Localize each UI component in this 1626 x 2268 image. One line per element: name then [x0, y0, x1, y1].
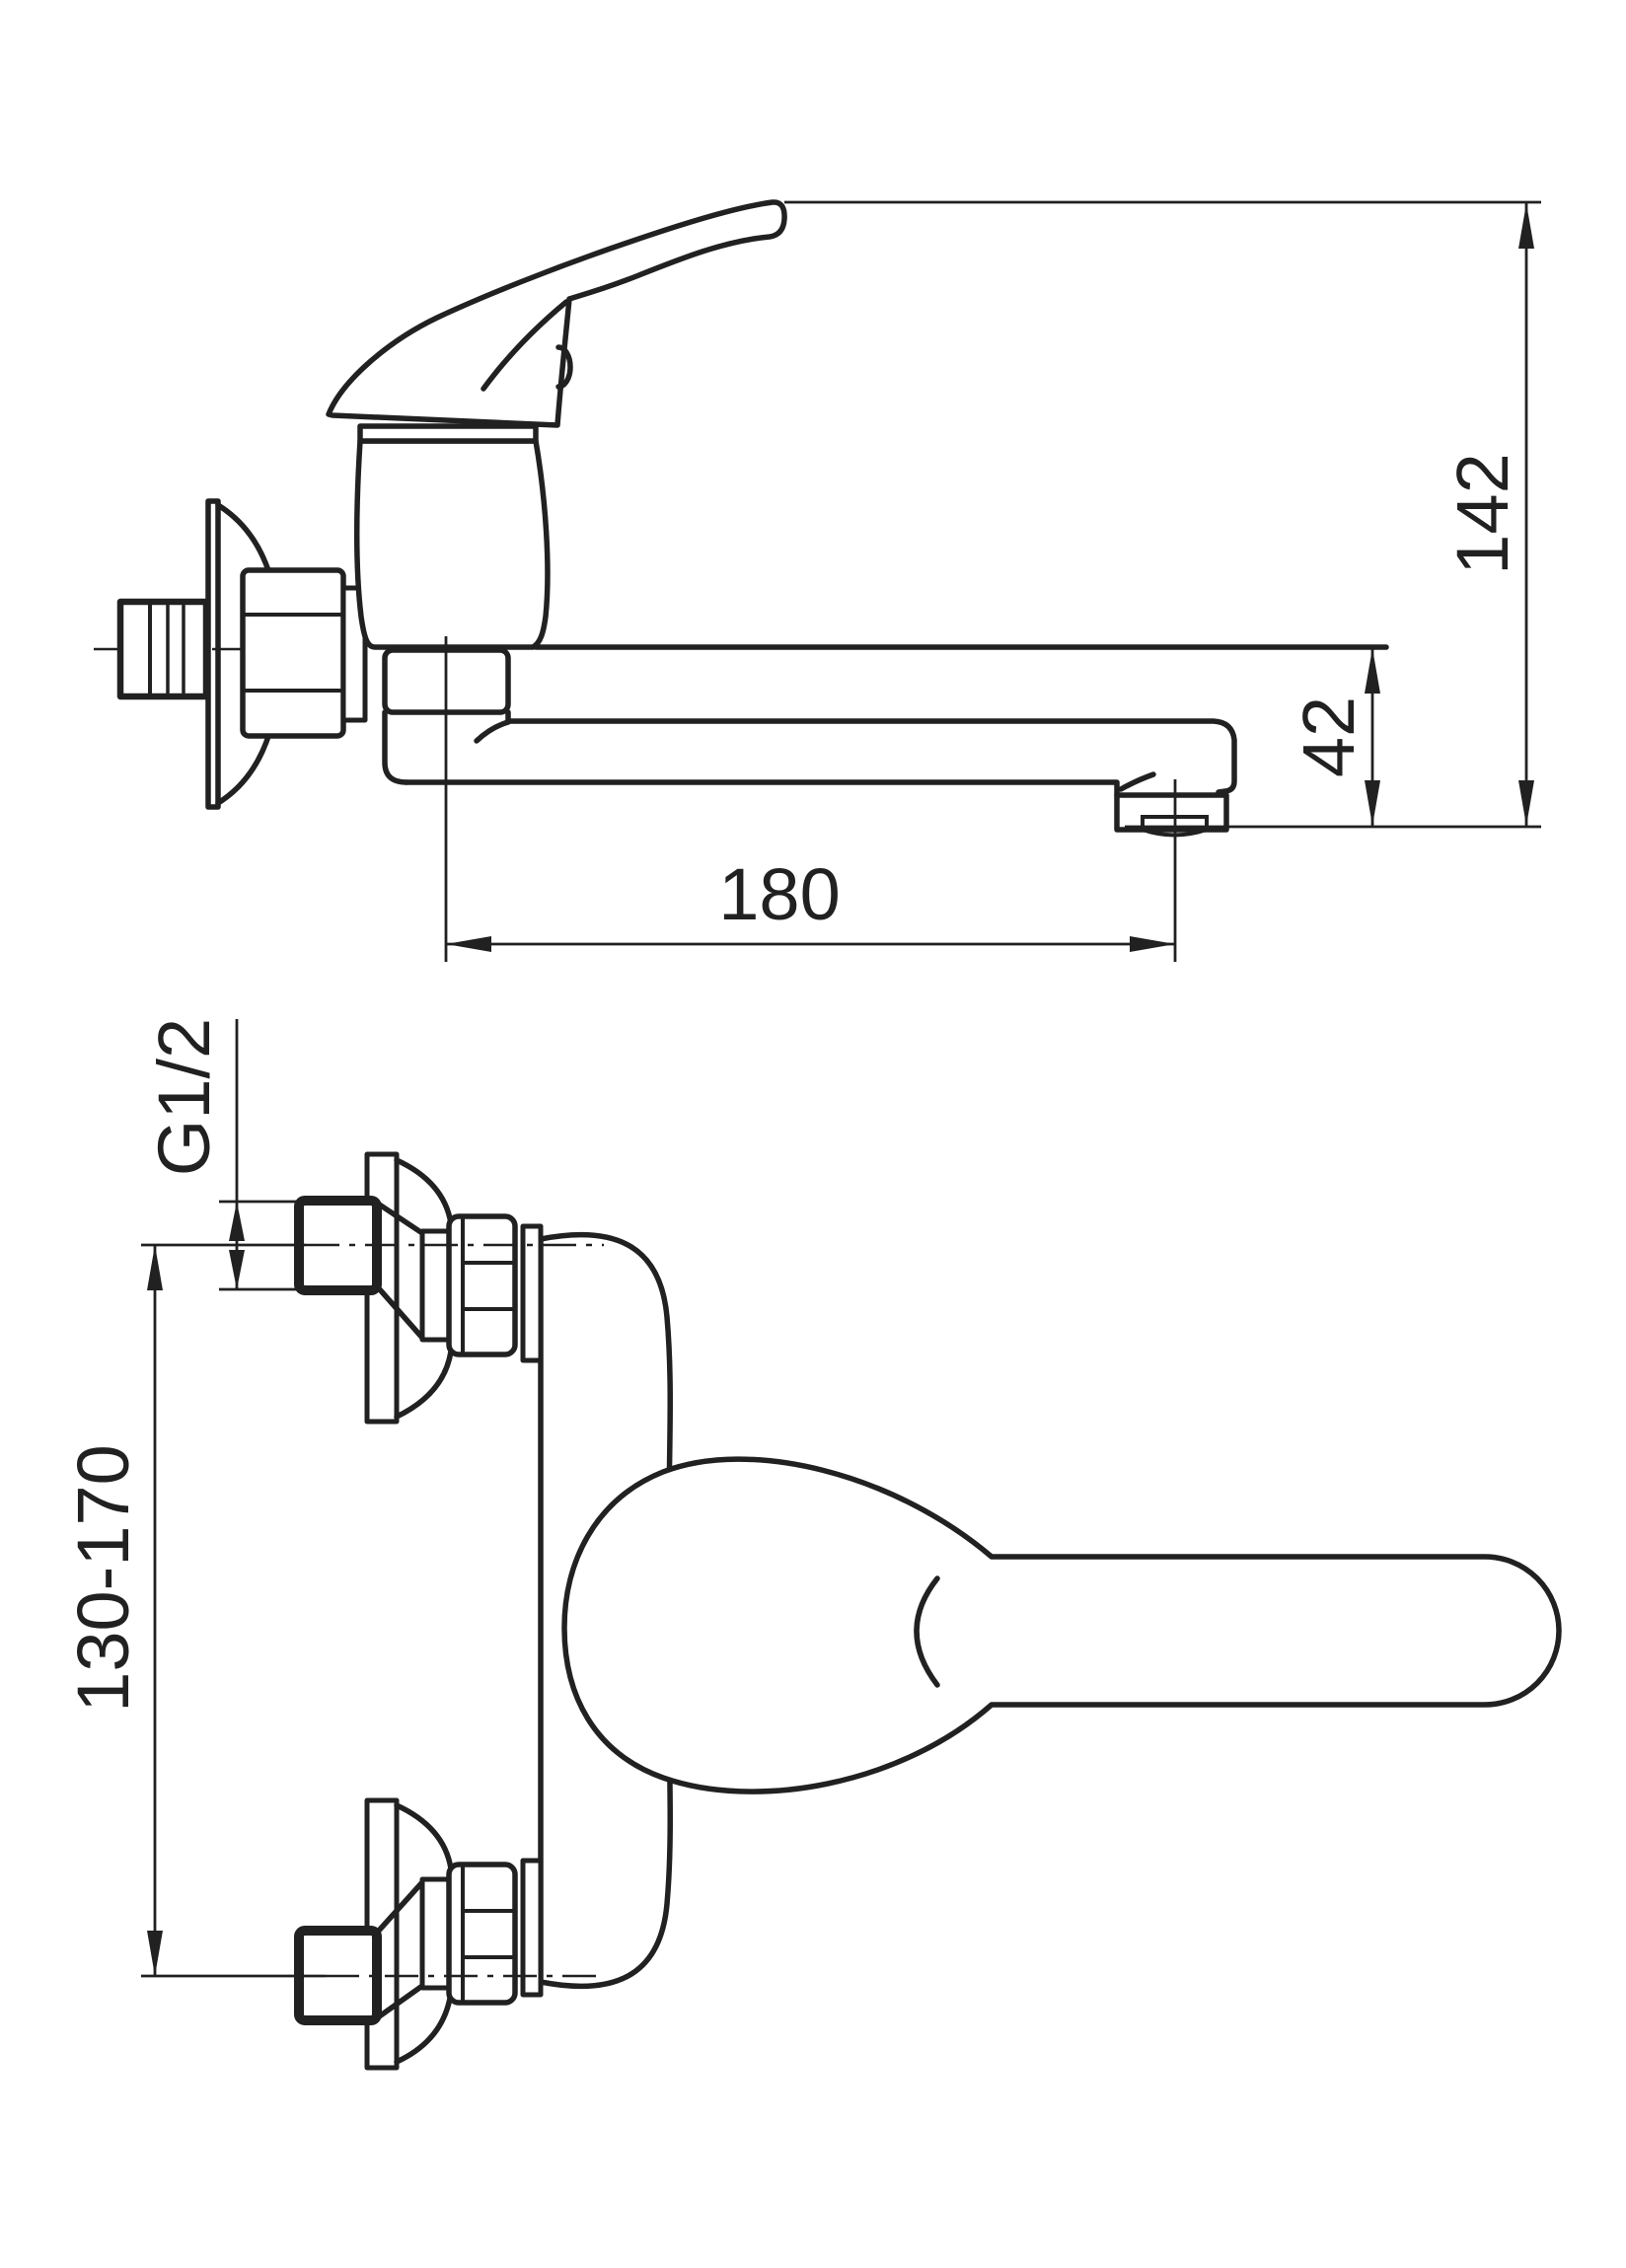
- dim-label-g12: G1/2: [143, 1018, 225, 1176]
- union-cone-line: [375, 1879, 425, 1935]
- escutcheon-bell-arc: [394, 1802, 454, 1871]
- spout-end-profile: [505, 718, 1237, 795]
- inlet-boss: [520, 1858, 544, 1998]
- union-cone-line: [375, 1983, 425, 2020]
- dim-label-142: 142: [1441, 453, 1523, 574]
- escutcheon-bell-arc: [394, 1990, 454, 2065]
- front-view: [294, 1151, 1562, 2071]
- arrowhead-right: [1130, 936, 1175, 952]
- faucet-body: [354, 438, 551, 650]
- arrowhead-up: [229, 1202, 245, 1241]
- handle-crease-line: [914, 1575, 940, 1688]
- arrowhead-up: [147, 1245, 163, 1290]
- handle-screw-boss: [555, 344, 573, 390]
- union-nut: [240, 567, 346, 739]
- side-view-dimensions: 142 42 180: [444, 200, 1541, 962]
- washer: [419, 1228, 452, 1343]
- pipe-nipple: [116, 598, 210, 700]
- union-cone-line: [375, 1201, 425, 1236]
- union-nut: [446, 1213, 518, 1357]
- upper-union: [294, 1151, 544, 1425]
- arrowhead-up: [1365, 648, 1380, 694]
- escutcheon-bell-arc: [394, 1157, 454, 1226]
- escutcheon-bell-arc: [394, 1349, 454, 1420]
- cartridge-collar: [357, 423, 539, 444]
- side-view: [94, 199, 1389, 838]
- spout-root-tick: [474, 719, 511, 744]
- arrowhead-up: [1518, 203, 1534, 249]
- handle-crease-line: [480, 299, 569, 392]
- arrowhead-left: [446, 936, 491, 952]
- arrowhead-down: [1518, 780, 1534, 826]
- spout-end-tick: [1118, 771, 1156, 792]
- lever-handle-front: [561, 1456, 1562, 1794]
- union-nut: [446, 1862, 518, 2006]
- spout-bottom-line: [404, 779, 1120, 798]
- dim-label-42: 42: [1288, 696, 1369, 777]
- union-cone-line: [375, 1284, 425, 1341]
- arrowhead-down: [229, 1250, 245, 1289]
- lower-union: [294, 1797, 544, 2071]
- arrowhead-down: [147, 1931, 163, 1976]
- inlet-boss: [520, 1223, 544, 1363]
- escutcheon-plate: [205, 498, 221, 810]
- dim-label-130-170: 130-170: [62, 1444, 144, 1713]
- spout-root: [382, 709, 409, 785]
- washer: [419, 1876, 452, 1991]
- dim-label-180: 180: [718, 853, 840, 935]
- front-view-dimensions: G1/2 130-170: [62, 1018, 326, 1978]
- arrowhead-down: [1365, 780, 1380, 826]
